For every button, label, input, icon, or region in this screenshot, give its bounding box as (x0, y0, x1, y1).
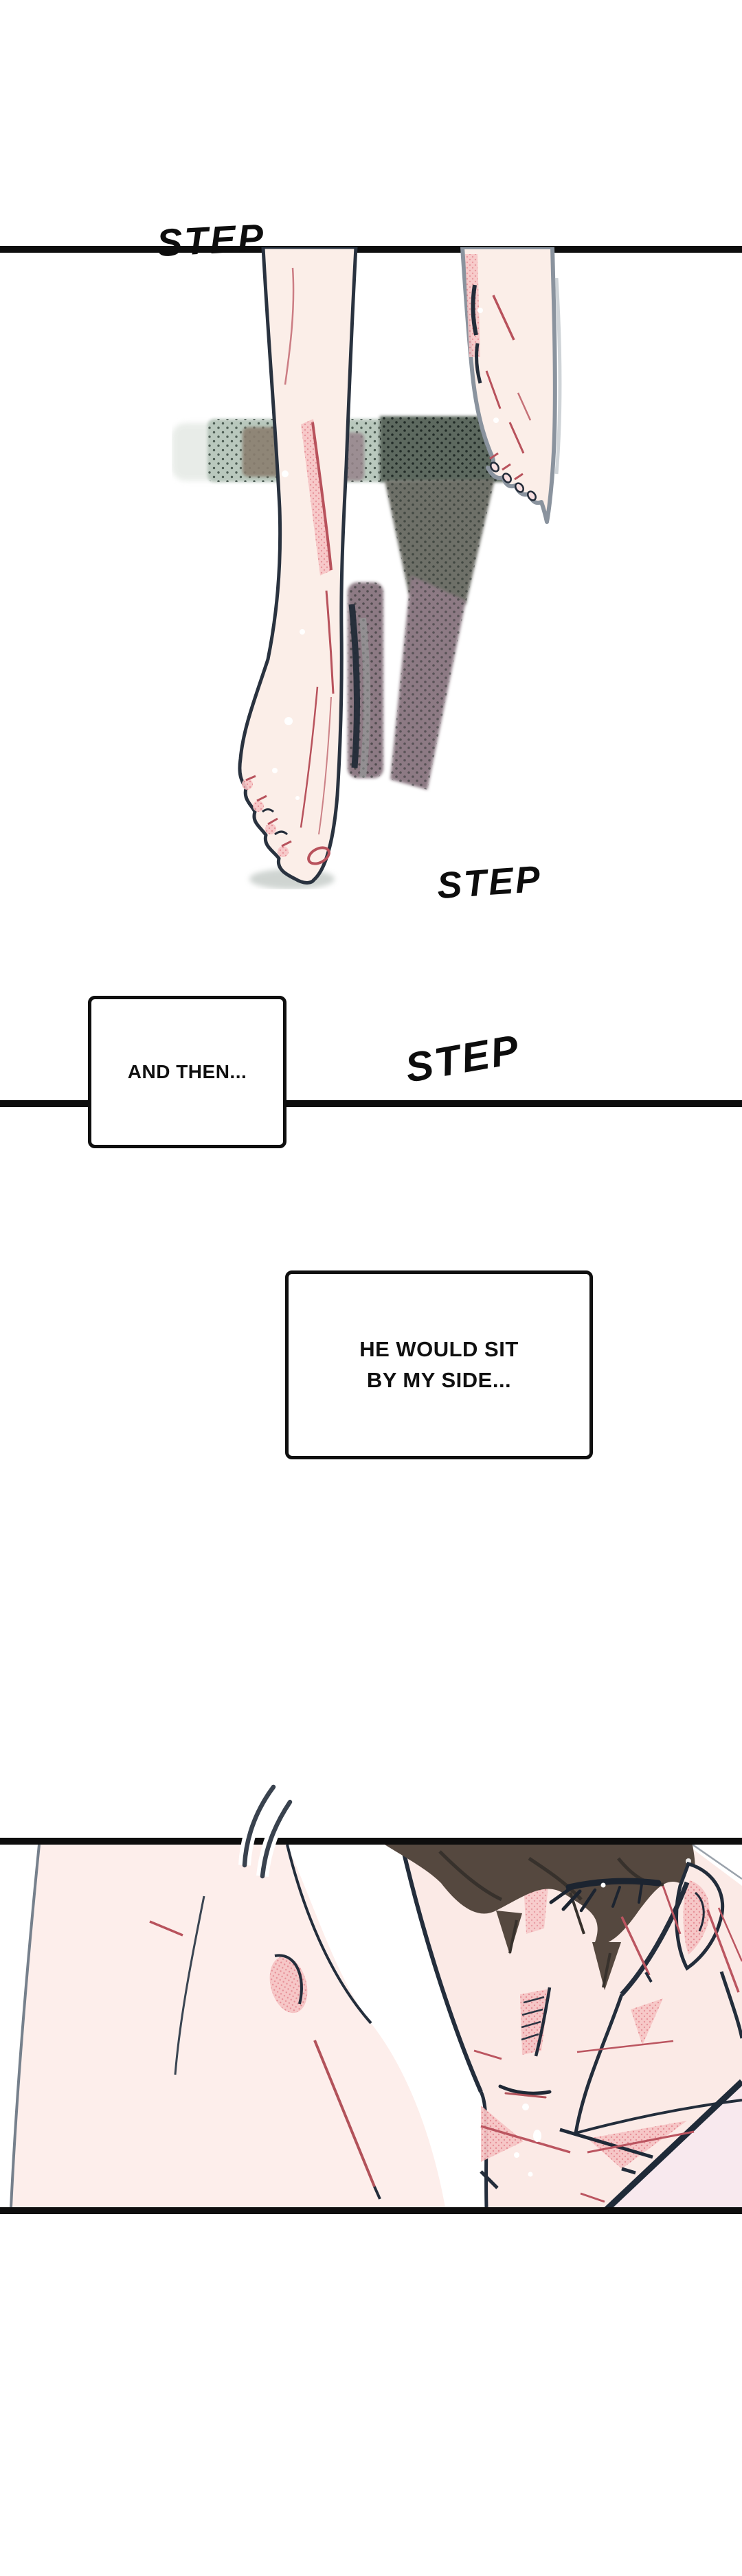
scratch-marks (473, 1885, 742, 2203)
man-nose (520, 1987, 552, 2057)
caption-box-he-would-sit: HE WOULD SIT BY MY SIDE... (285, 1270, 593, 1459)
sweat-highlights (514, 2104, 541, 2177)
right-leg (460, 247, 562, 524)
caption-line-1: HE WOULD SIT (359, 1336, 519, 1361)
man-figure (385, 1845, 742, 2207)
left-leg (238, 247, 370, 885)
motion-lines (238, 1784, 295, 1879)
caption-text: AND THEN... (127, 1061, 247, 1082)
panel-man (0, 1838, 742, 2214)
foreground-figure (10, 1845, 445, 2207)
man-closed-eye (549, 1878, 662, 1913)
sfx-step-3: STEP (401, 1025, 524, 1091)
legs-illustration (172, 247, 562, 889)
panel-legs-bottom-rule (0, 1100, 742, 1107)
man-illustration (10, 1845, 742, 2207)
caption-box-and-then: AND THEN... (88, 996, 286, 1148)
stair-shadow (172, 416, 552, 889)
panel-legs-top-rule (0, 246, 742, 253)
man-mouth (498, 2084, 552, 2099)
caption-line-2: BY MY SIDE... (366, 1367, 512, 1392)
man-ear (675, 1861, 725, 1971)
